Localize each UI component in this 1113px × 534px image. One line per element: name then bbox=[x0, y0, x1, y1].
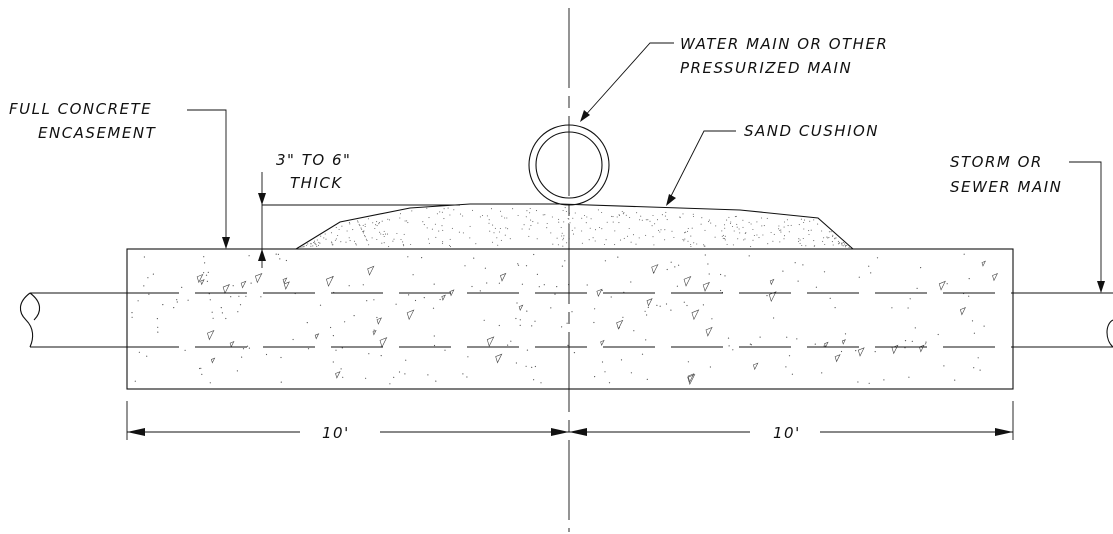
left-dimension-label: 10' bbox=[322, 424, 350, 442]
arrowhead-right-icon bbox=[551, 428, 569, 436]
arrowhead-down-icon bbox=[258, 193, 266, 205]
arrowhead-right-icon bbox=[995, 428, 1013, 436]
water-main-label-line1: WATER MAIN OR OTHER bbox=[680, 35, 888, 53]
storm-sewer-label-line1: STORM OR bbox=[950, 153, 1043, 171]
concrete-aggregate-pattern bbox=[131, 253, 998, 386]
arrowhead-left-icon bbox=[569, 428, 587, 436]
thickness-dimension bbox=[258, 172, 460, 268]
storm-sewer-pipe bbox=[19, 292, 1113, 348]
thickness-label-line2: THICK bbox=[290, 174, 343, 192]
sand-cushion-mound bbox=[295, 203, 854, 250]
thickness-label-line1: 3" TO 6" bbox=[276, 151, 351, 169]
full-concrete-label-line2: ENCASEMENT bbox=[38, 124, 157, 142]
leader-lines bbox=[187, 42, 1105, 293]
sand-cushion-pattern bbox=[300, 207, 850, 248]
concrete-encasement-block bbox=[126, 248, 1014, 390]
arrowhead-left-icon bbox=[127, 428, 145, 436]
horizontal-dimensions bbox=[126, 401, 1014, 440]
storm-sewer-label-line2: SEWER MAIN bbox=[950, 178, 1062, 196]
sand-cushion-label: SAND CUSHION bbox=[744, 122, 879, 140]
full-concrete-label-line1: FULL CONCRETE bbox=[9, 100, 152, 118]
water-main-label-line2: PRESSURIZED MAIN bbox=[680, 59, 852, 77]
right-dimension-label: 10' bbox=[773, 424, 801, 442]
